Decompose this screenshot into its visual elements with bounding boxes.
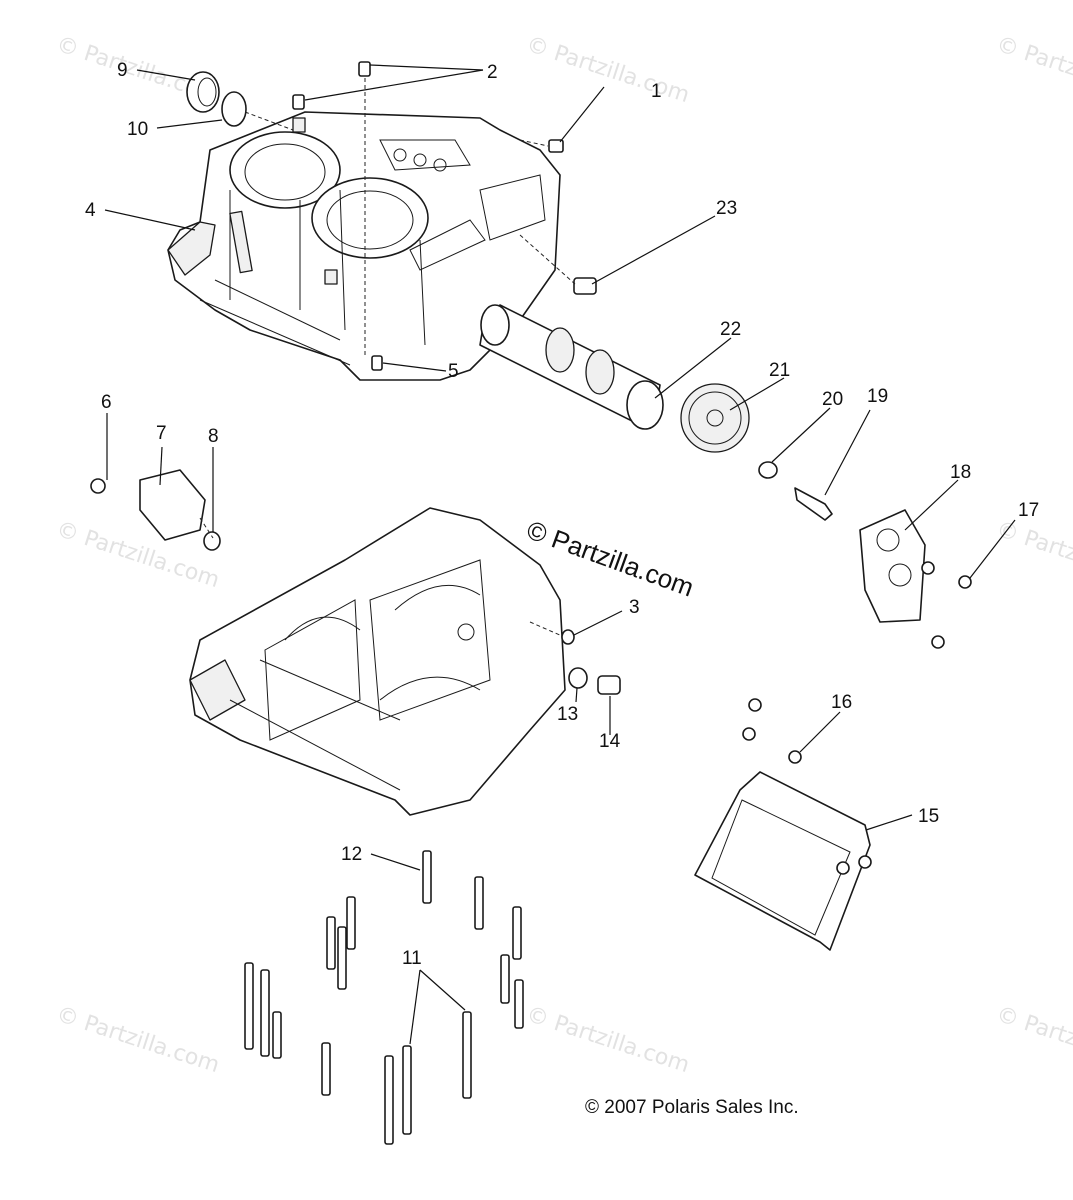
washer-13 (568, 667, 588, 689)
dowel-pin-2b (292, 94, 305, 110)
callout-2: 2 (487, 62, 498, 83)
plug-14 (597, 675, 621, 695)
callout-12: 12 (341, 844, 362, 865)
bolt-16a (748, 698, 762, 712)
callout-15: 15 (918, 806, 939, 827)
watermark-mid-right: © Partzilla.com (993, 517, 1073, 593)
bolt-16b (742, 727, 756, 741)
callout-9: 9 (117, 60, 128, 81)
callout-22: 22 (720, 319, 741, 340)
callout-10: 10 (127, 119, 148, 140)
bolt-6 (90, 478, 106, 494)
plug-9 (186, 71, 220, 113)
screw-17c (931, 635, 945, 649)
callout-20: 20 (822, 389, 843, 410)
watermark-top-right: © Partzilla.com (993, 32, 1073, 108)
watermark-bottom-left: © Partzilla.com (53, 1002, 222, 1078)
bolt-16c (788, 750, 802, 764)
watermark-top-center: © Partzilla.com (523, 32, 692, 108)
callout-11: 11 (402, 948, 422, 969)
callout-16: 16 (831, 692, 852, 713)
copyright-notice: © 2007 Polaris Sales Inc. (585, 1097, 799, 1118)
plug-23 (573, 277, 597, 295)
callout-14: 14 (599, 731, 621, 752)
plate-18 (859, 509, 926, 623)
screw-17a (921, 561, 935, 575)
callout-3: 3 (629, 597, 640, 618)
washer-20 (758, 461, 778, 479)
bolt-16d (836, 861, 850, 875)
cam-gear-21 (680, 383, 750, 453)
bolt-16e (858, 855, 872, 869)
lower-crankcase-drawing (189, 507, 621, 816)
plug-1 (548, 139, 564, 153)
leader-lines (104, 64, 1016, 1045)
watermark-bottom-center: © Partzilla.com (523, 1002, 692, 1078)
small-parts-top (186, 61, 597, 371)
callout-17: 17 (1018, 500, 1039, 521)
alignment-lines (199, 78, 576, 637)
screw-17b (958, 575, 972, 589)
callout-13: 13 (557, 704, 578, 725)
skid-plate-drawing (694, 698, 872, 951)
callout-8: 8 (208, 426, 219, 447)
o-ring-3 (561, 629, 575, 645)
bolt-19 (794, 487, 833, 521)
small-parts-right (859, 509, 972, 649)
upper-crankcase-drawing (167, 111, 561, 381)
component-7 (139, 469, 206, 541)
o-ring-8 (203, 531, 221, 551)
callout-19: 19 (867, 386, 888, 407)
callout-labels: 1 2 3 4 5 6 7 8 9 10 11 12 13 14 15 16 1… (85, 60, 1039, 969)
o-ring-10 (221, 91, 247, 127)
dowel-pin-5 (371, 355, 383, 371)
camshaft-assembly-drawing (479, 304, 833, 521)
crankcase-bolts-drawing (244, 850, 524, 1145)
callout-7: 7 (156, 423, 167, 444)
callout-1: 1 (651, 81, 662, 102)
watermark-bottom-right: © Partzilla.com (993, 1002, 1073, 1078)
callout-23: 23 (716, 198, 737, 219)
callout-21: 21 (769, 360, 790, 381)
callout-18: 18 (950, 462, 971, 483)
callout-5: 5 (448, 361, 459, 382)
dowel-pin-2a (358, 61, 371, 77)
callout-6: 6 (101, 392, 112, 413)
callout-4: 4 (85, 200, 96, 221)
small-parts-left (90, 469, 221, 551)
